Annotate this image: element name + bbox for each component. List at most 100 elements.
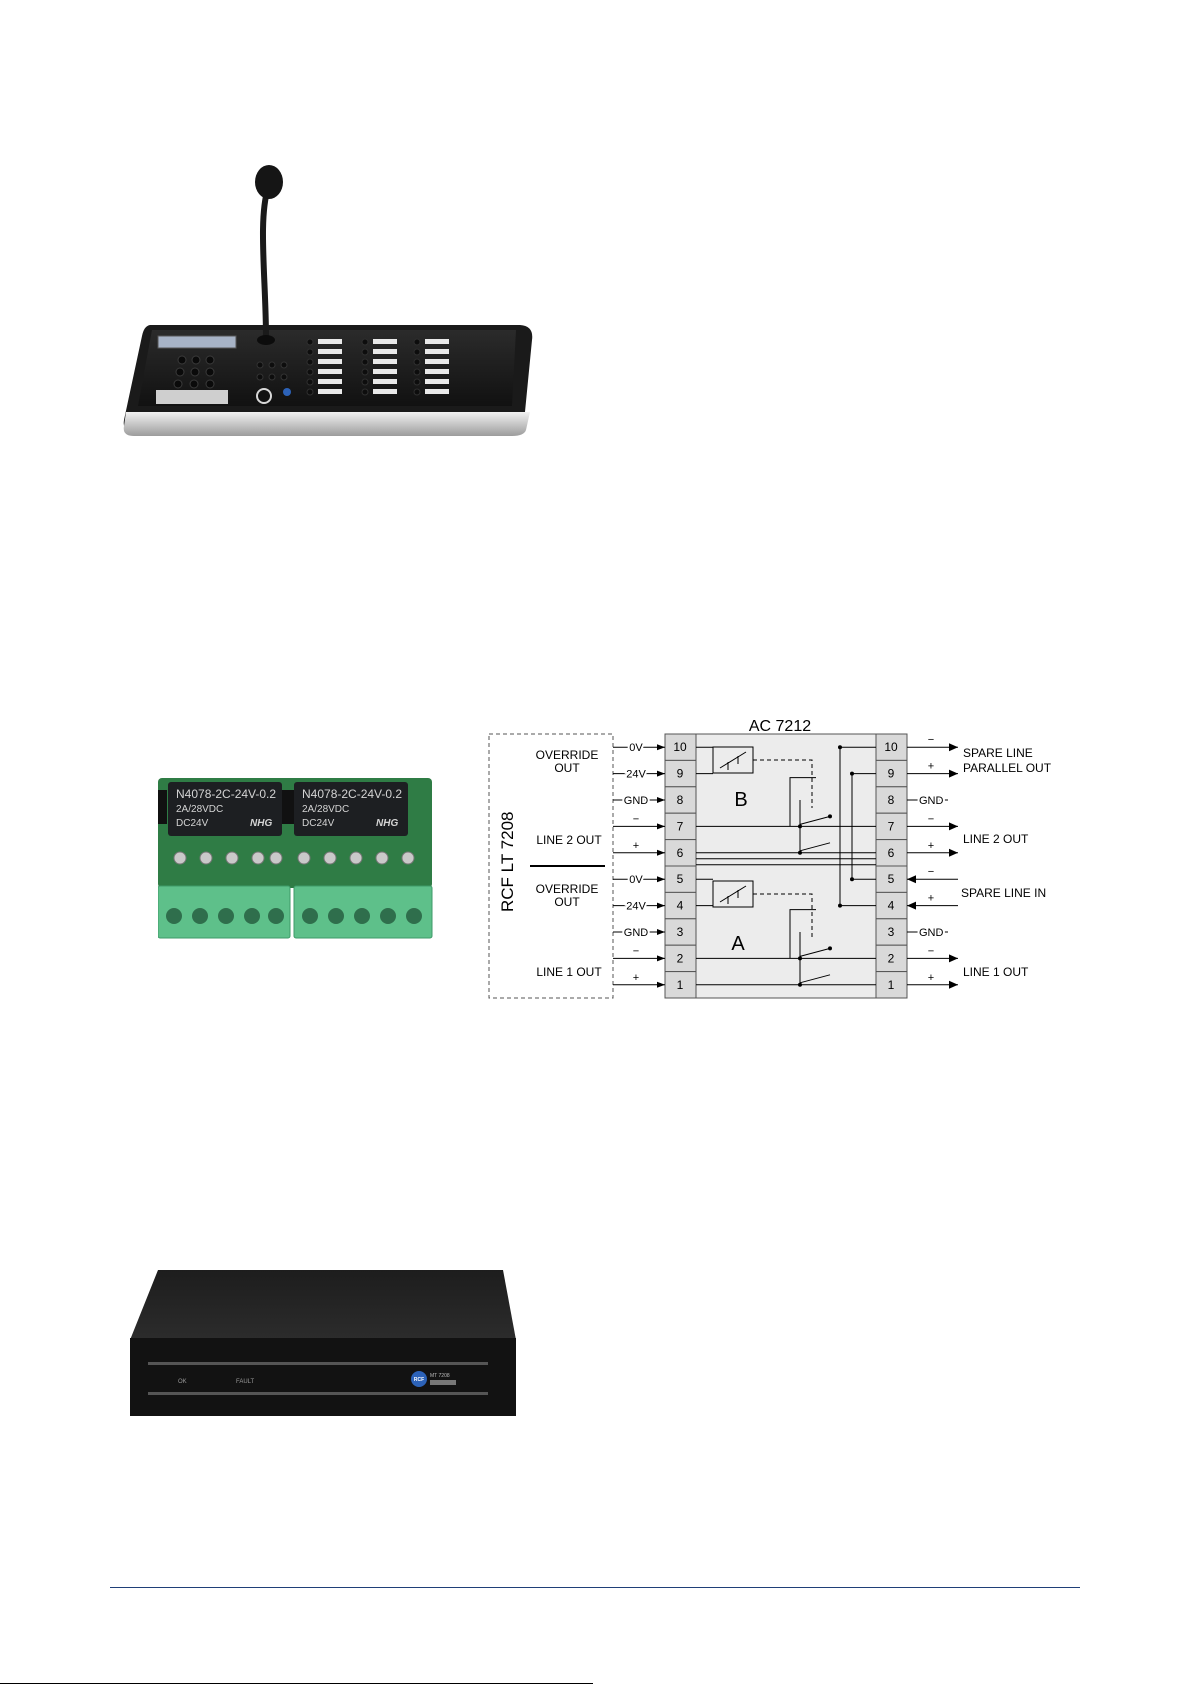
left-wire-label-3: GND [624,927,649,939]
internal-wire [789,777,816,827]
right-wire-label-6: + [928,840,934,852]
terminal-left-number: 2 [677,951,684,965]
left-wire-arrow-icon [657,744,665,751]
override-out-bottom-label-1: OVERRIDE [536,882,599,896]
left-wire-label-4: 24V [626,901,646,913]
right-wire-label-9: + [928,761,934,773]
right-wire-label-3: GND [919,927,944,939]
source-unit-label: RCF LT 7208 [498,812,517,912]
terminal-left-number: 3 [677,925,684,939]
junction-dot [838,903,842,908]
terminal-right-number: 5 [888,872,895,886]
left-wire-arrow-icon [657,981,665,988]
terminal-right-1 [875,971,908,999]
line1-out-left-label: LINE 1 OUT [536,965,602,979]
left-wire-label-1: + [633,972,639,984]
right-wire-label-1: + [928,972,934,984]
terminal-right-number: 9 [888,767,895,781]
terminal-right-number: 1 [888,978,895,992]
terminal-right-9 [875,759,908,788]
terminal-right-number: 3 [888,925,895,939]
relay-a-label: A [731,933,745,955]
left-wire-label-9: 24V [626,769,646,781]
terminal-left-1 [664,971,697,999]
terminal-right-number: 2 [888,951,895,965]
junction-dot [850,877,854,882]
right-wire-label-7: − [928,813,934,825]
left-wire-arrow-icon [657,849,665,856]
relay-brand-left: NHG [250,818,272,829]
line1-out-right-label: LINE 1 OUT [963,965,1029,979]
terminal-right-number: 4 [888,899,895,913]
left-wire-arrow-icon [657,823,665,830]
left-wire-arrow-icon [657,929,665,935]
spare-line-parallel-out-label-1: SPARE LINE [963,746,1033,760]
right-wire-arrow-out-icon [949,769,958,778]
spare-line-parallel-out-label-2: PARALLEL OUT [963,761,1052,775]
right-wire-label-8: GND [919,795,944,807]
relay-marking-right-1: N4078-2C-24V-0.2 [302,787,402,801]
internal-wire [799,947,831,957]
rack-unit-photo: OK FAULT RCF MT 7208 [128,1268,518,1418]
left-wire-label-5: 0V [629,874,643,886]
fault-label: FAULT [236,1379,255,1385]
relay-marking-left-1: N4078-2C-24V-0.2 [176,787,276,801]
relay-marking-left-3: DC24V [176,818,209,829]
junction-dot [798,850,802,855]
internal-wire [799,815,831,825]
terminal-left-number: 6 [677,846,684,860]
right-wire-label-10: − [928,734,934,746]
relay-b-label: B [734,789,747,811]
left-wire-arrow-icon [657,797,665,803]
left-wire-label-2: − [633,945,639,957]
junction-dot [798,982,802,987]
terminal-right-5 [875,865,908,893]
right-wire-label-5: − [928,866,934,878]
terminal-left-number: 4 [677,899,684,913]
left-wire-arrow-icon [657,770,665,777]
override-out-top-label-1: OVERRIDE [536,748,599,762]
right-wire-arrow-out-icon [949,980,958,989]
right-wire-arrow-out-icon [949,848,958,857]
terminal-left-number: 9 [677,767,684,781]
terminal-left-5 [664,865,697,893]
terminal-left-6 [664,839,697,867]
console-photo [120,160,540,440]
junction-dot [828,946,832,951]
override-out-top-label-2: OUT [554,761,580,775]
terminal-left-number: 8 [677,793,684,807]
internal-wire [839,746,876,907]
left-wire-arrow-icon [657,902,665,909]
internal-wire [789,909,816,959]
right-wire-arrow-out-icon [949,954,958,963]
left-wire-label-6: + [633,840,639,852]
junction-dot [850,771,854,776]
spare-line-in-label: SPARE LINE IN [961,886,1046,900]
left-wire-arrow-icon [657,876,665,883]
relay-marking-right-3: DC24V [302,818,335,829]
left-wire-arrow-icon [657,955,665,962]
module-title: AC 7212 [749,718,811,735]
internal-wire [799,842,831,852]
brand-logo: RCF [414,1377,424,1383]
terminal-right-8 [875,786,908,814]
page-bottom-rule [0,1683,593,1684]
terminal-left-number: 10 [673,740,687,754]
left-wire-label-8: GND [624,795,649,807]
right-wire-arrow-in-icon [907,875,916,884]
left-wire-label-10: 0V [629,742,643,754]
terminal-left-number: 7 [677,819,684,833]
terminal-left-number: 1 [677,978,684,992]
junction-dot [838,745,842,750]
right-wire-arrow-in-icon [907,901,916,910]
internal-wire [799,974,831,984]
terminal-right-number: 7 [888,819,895,833]
junction-dot [798,824,802,829]
footer-rule [110,1587,1080,1588]
right-wire-arrow-out-icon [949,743,958,752]
internal-wire [851,773,876,880]
right-wire-label-4: + [928,893,934,905]
model-label: MT 7208 [430,1373,450,1379]
ok-label: OK [178,1379,187,1385]
right-wire-arrow-out-icon [949,822,958,831]
